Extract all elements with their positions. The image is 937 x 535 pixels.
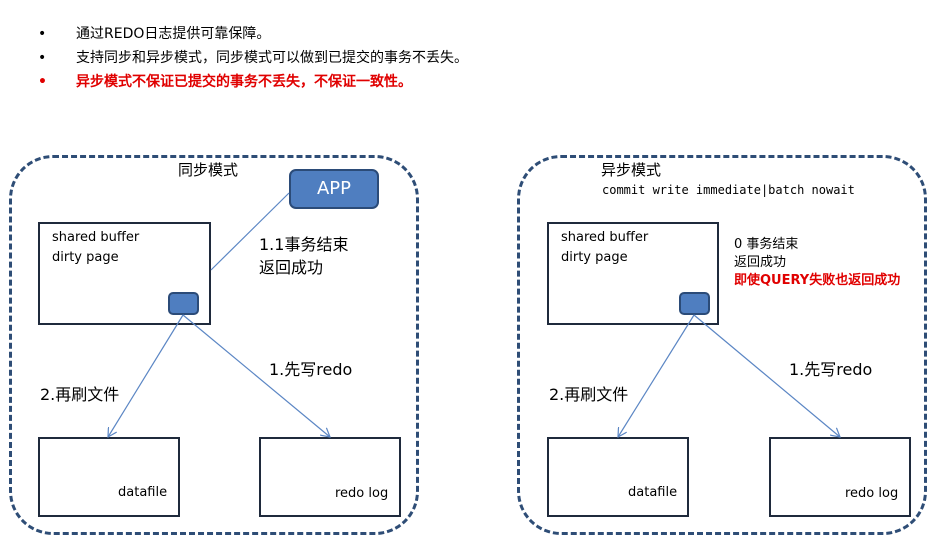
sync-note-line2: 返回成功 bbox=[259, 258, 324, 277]
bullet-marker: • bbox=[38, 50, 47, 66]
sync-datafile-label: datafile bbox=[118, 485, 168, 500]
bullet-text: 支持同步和异步模式，同步模式可以做到已提交的事务不丢失。 bbox=[76, 50, 468, 66]
sync-arrow-to-datafile bbox=[108, 314, 184, 437]
sync-note-line1: 1.1事务结束 bbox=[259, 235, 349, 254]
bullet-text: 异步模式不保证已提交的事务不丢失，不保证一致性。 bbox=[76, 74, 412, 90]
bullet-text: 通过REDO日志提供可靠保障。 bbox=[76, 26, 271, 42]
async-note-line2: 返回成功 bbox=[734, 255, 787, 270]
sync-buffer-line2: dirty page bbox=[52, 250, 119, 265]
sync-buffer-line1: shared buffer bbox=[52, 230, 140, 245]
bullet-marker: • bbox=[38, 74, 47, 90]
async-mode-title: 异步模式 bbox=[601, 161, 662, 179]
sync-arrow-to-redolog bbox=[182, 314, 330, 437]
sync-app-connector bbox=[210, 192, 290, 271]
async-datafile-label: datafile bbox=[628, 485, 678, 500]
async-note-line1: 0 事务结束 bbox=[734, 237, 799, 252]
connector-lines bbox=[0, 192, 937, 503]
async-arrow-to-datafile bbox=[618, 314, 695, 437]
async-dirty-page-block bbox=[679, 292, 710, 315]
sync-dirty-page-block bbox=[168, 292, 199, 315]
sync-step-flush-file: 2.再刷文件 bbox=[40, 385, 120, 404]
app-button[interactable]: APP bbox=[289, 169, 379, 209]
async-arrow-to-redolog bbox=[693, 314, 840, 437]
async-redolog-label: redo log bbox=[845, 486, 899, 501]
sync-redolog-label: redo log bbox=[335, 486, 389, 501]
async-buffer-line2: dirty page bbox=[561, 250, 628, 265]
async-mode-subtitle: commit write immediate|batch nowait bbox=[602, 183, 855, 197]
async-note-warning: 即使QUERY失败也返回成功 bbox=[734, 273, 901, 288]
async-buffer-line1: shared buffer bbox=[561, 230, 649, 245]
async-step-flush-file: 2.再刷文件 bbox=[549, 385, 629, 404]
async-step-write-redo: 1.先写redo bbox=[789, 360, 873, 379]
bullet-marker: • bbox=[38, 26, 47, 42]
sync-mode-title: 同步模式 bbox=[178, 161, 239, 179]
sync-step-write-redo: 1.先写redo bbox=[269, 360, 353, 379]
